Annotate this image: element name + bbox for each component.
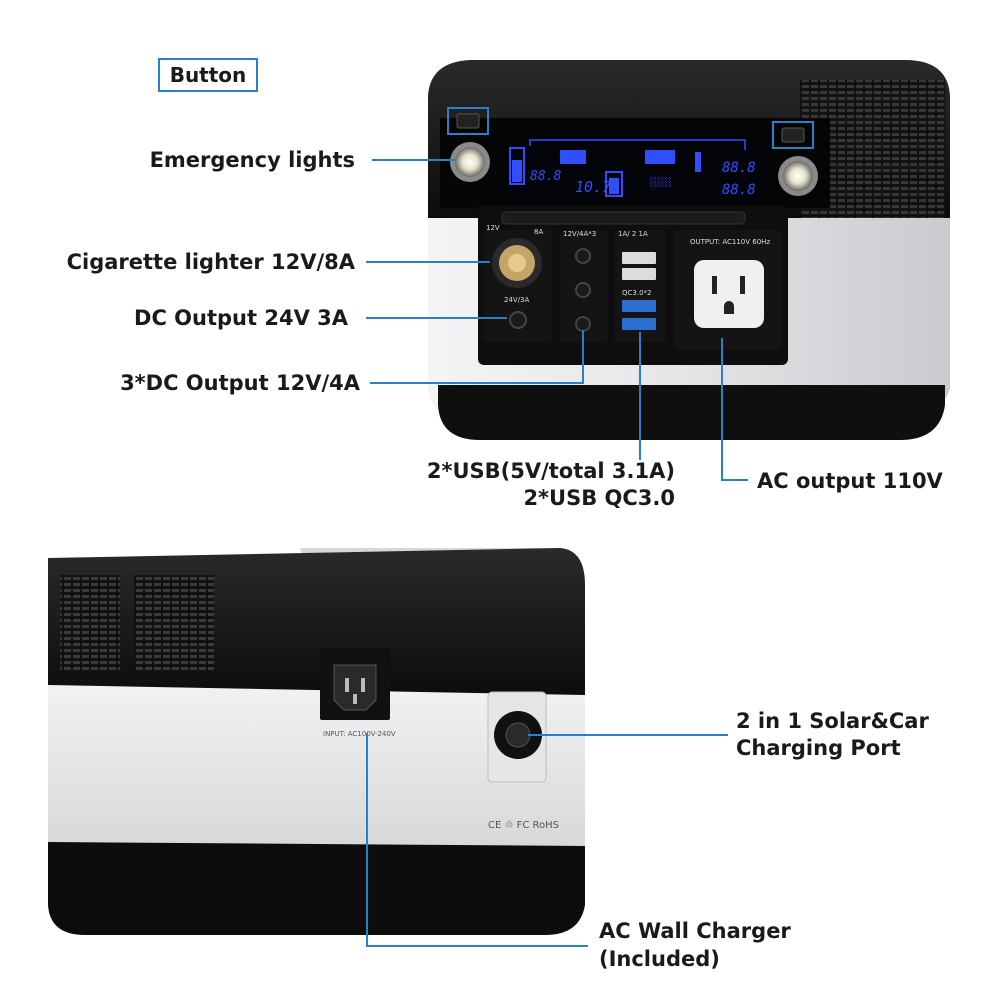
label-12v4a: 12V/4A*3 [563, 230, 596, 238]
left-button-highlight [447, 107, 489, 135]
rear-silver-shell [48, 685, 585, 890]
usb-port-2 [622, 268, 656, 280]
rear-unit: INPUT: AC100V-240V CE ♲ FC RoHS [48, 548, 585, 935]
solar-car-label-line1: 2 in 1 Solar&Car [736, 709, 929, 733]
svg-text:88.8: 88.8 [530, 169, 561, 184]
solar-car-label-line2: Charging Port [736, 736, 901, 760]
certification-marks: CE ♲ FC RoHS [488, 820, 559, 831]
dc-24v-jack [509, 311, 527, 329]
dc-output-24v-label: DC Output 24V 3A [134, 306, 348, 330]
rear-top-housing [48, 548, 585, 700]
dc-12v-jack-3 [575, 316, 591, 332]
callout-lines [366, 159, 748, 947]
ac-wall-charger-label-line2: (Included) [599, 947, 720, 971]
right-button-highlight [772, 121, 814, 149]
button-label: Button [158, 58, 258, 92]
label-qc: QC3.0*2 [622, 289, 651, 297]
emergency-lights-label: Emergency lights [149, 148, 355, 172]
lcd-display: 88.8 10.7 ░░░░ 88.8 88.8 [500, 139, 770, 202]
dc-12v-jack-1 [575, 248, 591, 264]
usb-label-line1: 2*USB(5V/total 3.1A) [426, 459, 675, 483]
svg-text:88.8: 88.8 [722, 182, 756, 198]
svg-text:88.8: 88.8 [722, 160, 756, 176]
ac-outlet [694, 260, 764, 328]
label-12v: 12V [486, 224, 500, 232]
usb-port-1 [622, 252, 656, 264]
ac-output-label: AC output 110V [757, 469, 943, 493]
front-unit: 88.8 10.7 ░░░░ 88.8 88.8 [428, 60, 950, 440]
svg-text:░░░░: ░░░░ [650, 176, 672, 188]
usb-label-line2: 2*USB QC3.0 [523, 486, 675, 510]
dc-output-12v-label: 3*DC Output 12V/4A [120, 371, 360, 395]
label-24v: 24V/3A [504, 296, 530, 304]
right-button[interactable] [781, 127, 805, 143]
label-usb-rating: 1A/ 2 1A [618, 230, 648, 238]
cigarette-lighter-label: Cigarette lighter 12V/8A [66, 250, 355, 274]
qc-port-1 [622, 300, 656, 312]
input-rating: INPUT: AC100V-240V [323, 730, 396, 738]
label-8a: 8A [534, 228, 543, 236]
left-button[interactable] [456, 113, 480, 129]
ac-wall-charger-label-line1: AC Wall Charger [599, 919, 791, 943]
dc-12v-jack-2 [575, 282, 591, 298]
label-ac-rating: OUTPUT: AC110V 60Hz [690, 238, 770, 246]
qc-port-2 [622, 318, 656, 330]
svg-text:10.7: 10.7 [575, 178, 611, 196]
